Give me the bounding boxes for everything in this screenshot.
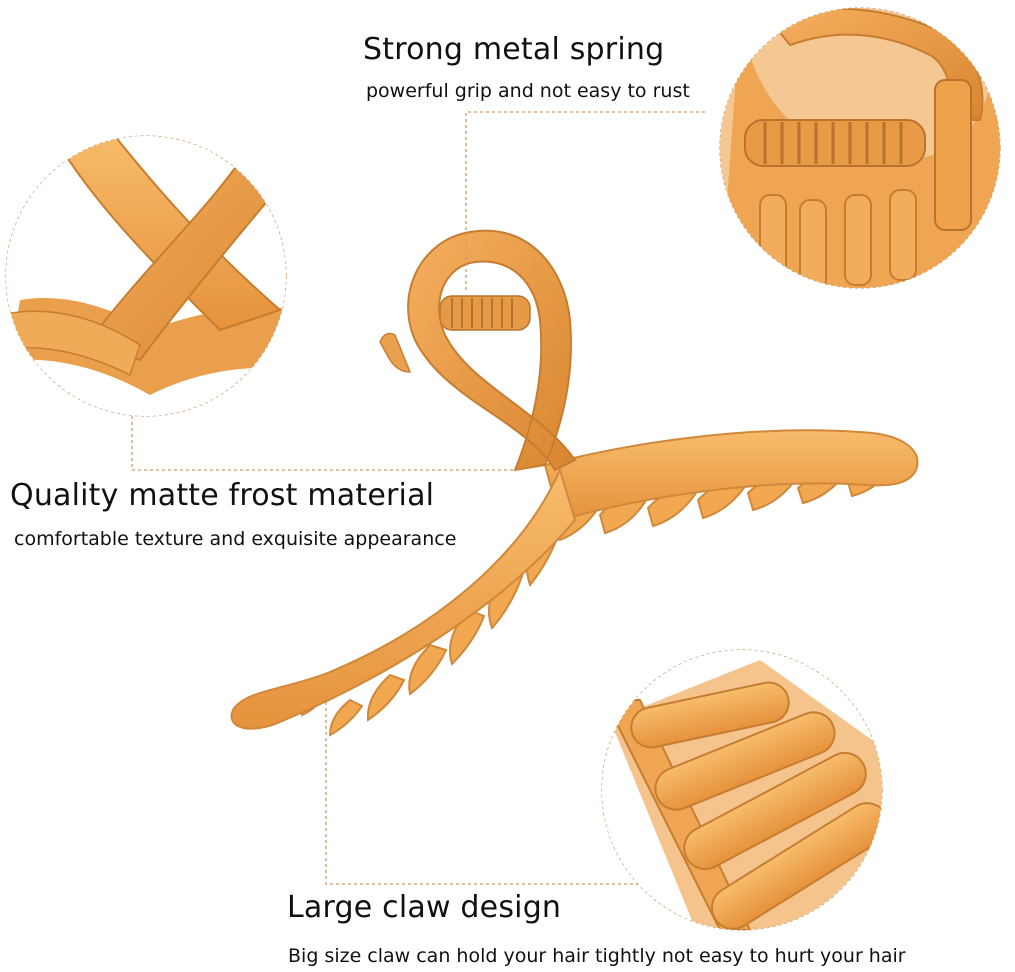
hair-claw-clip-product bbox=[230, 229, 919, 737]
detail-metal-spring bbox=[719, 7, 1001, 289]
spring-feature-title: Strong metal spring bbox=[363, 32, 665, 67]
detail-crossover-loop bbox=[5, 135, 287, 417]
claw-feature-subtitle: Big size claw can hold your hair tightly… bbox=[288, 945, 906, 967]
material-feature-title: Quality matte frost material bbox=[10, 478, 435, 513]
claw-feature-title: Large claw design bbox=[287, 890, 562, 925]
detail-claw-teeth bbox=[601, 649, 883, 931]
metal-spring bbox=[439, 295, 531, 331]
material-feature-subtitle: comfortable texture and exquisite appear… bbox=[14, 528, 457, 550]
spring-feature-subtitle: powerful grip and not easy to rust bbox=[366, 80, 690, 102]
